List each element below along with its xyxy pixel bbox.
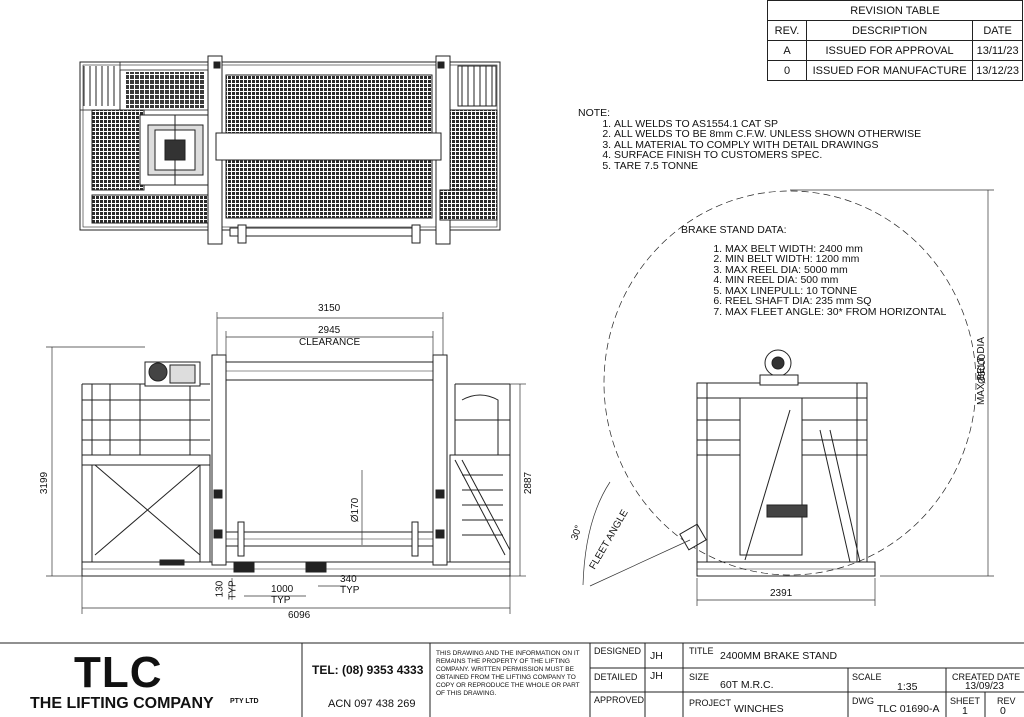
detailed-label: DETAILED	[594, 672, 638, 682]
brake-stand-data: BRAKE STAND DATA: MAX BELT WIDTH: 2400 m…	[681, 225, 946, 317]
dimension-340: 340	[340, 574, 357, 585]
rev-cell: 0	[767, 60, 807, 81]
rev-cell: A	[767, 40, 807, 61]
scale-label: SCALE	[852, 672, 882, 682]
designed-value: JH	[650, 650, 663, 662]
note-item: ALL WELDS TO AS1554.1 CAT SP	[614, 118, 921, 130]
sheet-label: SHEET	[950, 696, 981, 706]
dimension-2887: 2887	[523, 471, 535, 495]
dimension-3199: 3199	[39, 471, 51, 495]
brake-data-item: MAX BELT WIDTH: 2400 mm	[725, 243, 946, 255]
brake-data-item: MAX FLEET ANGLE: 30* FROM HORIZONTAL	[725, 306, 946, 318]
brake-stand-data-heading: BRAKE STAND DATA:	[681, 224, 787, 236]
typ-label: TYP	[271, 595, 291, 606]
brake-data-item: MIN BELT WIDTH: 1200 mm	[725, 254, 946, 265]
plan-view	[79, 55, 501, 245]
created-date-value: 13/09/23	[965, 681, 1004, 692]
sheet-value: 1	[962, 705, 968, 717]
title-label: TITLE	[689, 646, 714, 656]
dimension-dia-170: Ø170	[350, 497, 362, 523]
project-value: WINCHES	[734, 703, 784, 715]
typ-label: TYP	[340, 585, 360, 596]
pty-ltd-label: PTY LTD	[230, 698, 259, 705]
dimension-2945: 2945	[318, 325, 341, 336]
created-date-label: CREATED DATE	[952, 672, 1021, 682]
company-name: THE LIFTING COMPANY	[30, 695, 214, 712]
company-logo: TLC	[74, 648, 163, 697]
note-item: ALL WELDS TO BE 8mm C.F.W. UNLESS SHOWN …	[614, 129, 921, 140]
notes-heading: NOTE:	[578, 107, 611, 119]
clearance-label: CLEARANCE	[299, 337, 361, 348]
dimension-130: 130	[214, 580, 226, 598]
detailed-value: JH	[650, 670, 663, 682]
title-block-frame	[0, 642, 1024, 717]
date-header: DATE	[972, 20, 1023, 41]
max-belt-dia-label: MAX BELT DIA	[975, 337, 987, 405]
rev-header: REV.	[767, 20, 807, 41]
acn: ACN 097 438 269	[328, 698, 416, 710]
dwg-label: DWG	[852, 696, 874, 706]
typ-label: TYP	[227, 580, 239, 600]
description-cell: ISSUED FOR APPROVAL	[805, 40, 974, 61]
drawing-title: 2400MM BRAKE STAND	[720, 650, 838, 662]
revision-table-title: REVISION TABLE	[767, 0, 1023, 21]
rev-label: REV	[997, 696, 1016, 706]
front-dimensions	[46, 312, 526, 614]
note-item: SURFACE FINISH TO CUSTOMERS SPEC.	[614, 150, 921, 161]
description-header: DESCRIPTION	[805, 20, 974, 41]
scale-value: 1:35	[897, 681, 918, 693]
revision-table: REVISION TABLE REV. DESCRIPTION DATE A I…	[767, 0, 1023, 81]
designed-label: DESIGNED	[594, 646, 642, 656]
date-cell: 13/11/23	[972, 40, 1023, 61]
disclaimer: THIS DRAWING AND THE INFORMATION ON IT R…	[436, 650, 580, 697]
side-elevation	[603, 190, 977, 577]
side-dimensions	[582, 189, 994, 606]
note-item: TARE 7.5 TONNE	[614, 160, 921, 172]
description-cell: ISSUED FOR MANUFACTURE	[805, 60, 974, 81]
note-item: ALL MATERIAL TO COMPLY WITH DETAIL DRAWI…	[614, 139, 921, 151]
dimension-3150: 3150	[318, 303, 341, 314]
brake-data-item: MAX LINEPULL: 10 TONNE	[725, 285, 946, 297]
brake-data-item: REEL SHAFT DIA: 235 mm SQ	[725, 296, 946, 307]
dwg-value: TLC 01690-A	[877, 703, 940, 715]
notes: NOTE: ALL WELDS TO AS1554.1 CAT SP ALL W…	[578, 108, 921, 171]
approved-label: APPROVED	[594, 695, 645, 705]
brake-data-item: MAX REEL DIA: 5000 mm	[725, 264, 946, 276]
project-label: PROJECT	[689, 698, 732, 708]
telephone: TEL: (08) 9353 4333	[312, 663, 424, 677]
table-row: A ISSUED FOR APPROVAL 13/11/23	[767, 40, 1023, 61]
dimension-1000: 1000	[271, 584, 294, 595]
date-cell: 13/12/23	[972, 60, 1023, 81]
front-elevation	[81, 354, 511, 577]
rev-value: 0	[1000, 705, 1006, 717]
dimension-6096: 6096	[288, 610, 311, 621]
size-value: 60T M.R.C.	[720, 679, 774, 691]
brake-data-item: MIN REEL DIA: 500 mm	[725, 275, 946, 286]
dimension-2391: 2391	[770, 588, 793, 599]
size-label: SIZE	[689, 672, 710, 682]
table-row: 0 ISSUED FOR MANUFACTURE 13/12/23	[767, 60, 1023, 81]
